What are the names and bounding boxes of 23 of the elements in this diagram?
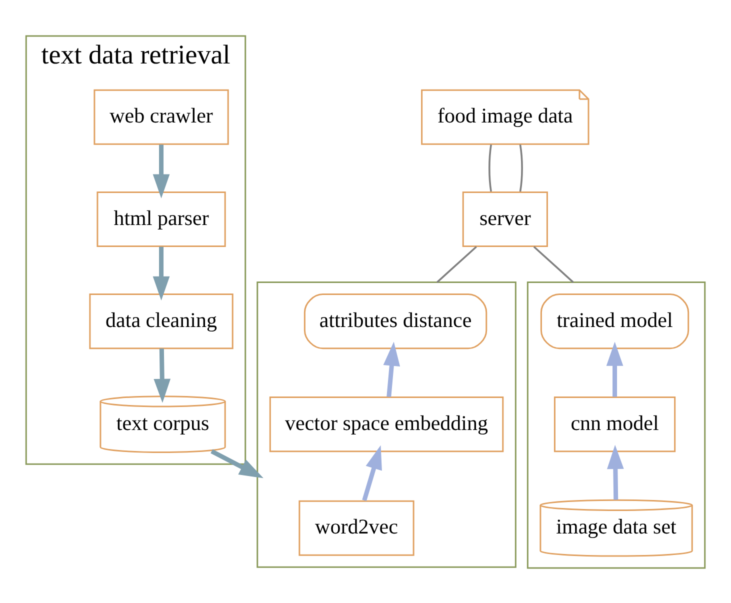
cluster: [526, 281, 706, 568]
node-box: data cleaning: [89, 293, 234, 349]
node-box: attributes distance: [304, 293, 488, 349]
arrow: [607, 444, 624, 500]
arrow: [152, 144, 170, 198]
connector: [436, 246, 477, 282]
connector: [519, 144, 523, 192]
connector: [533, 246, 574, 282]
node-box: vector space embedding: [269, 396, 504, 452]
cluster: [256, 281, 516, 568]
node-box: server: [462, 190, 548, 246]
node-box: word2vec: [298, 500, 414, 556]
arrow: [606, 341, 624, 396]
arrow: [210, 448, 264, 478]
arrow: [154, 348, 171, 402]
arrow: [383, 341, 400, 396]
arrow: [362, 444, 382, 501]
connector: [488, 144, 492, 192]
node-box: html parser: [96, 190, 226, 246]
node-box: cnn model: [554, 396, 676, 452]
node-box: web crawler: [94, 88, 229, 144]
arrow: [152, 246, 170, 300]
node-box: trained model: [540, 293, 690, 349]
